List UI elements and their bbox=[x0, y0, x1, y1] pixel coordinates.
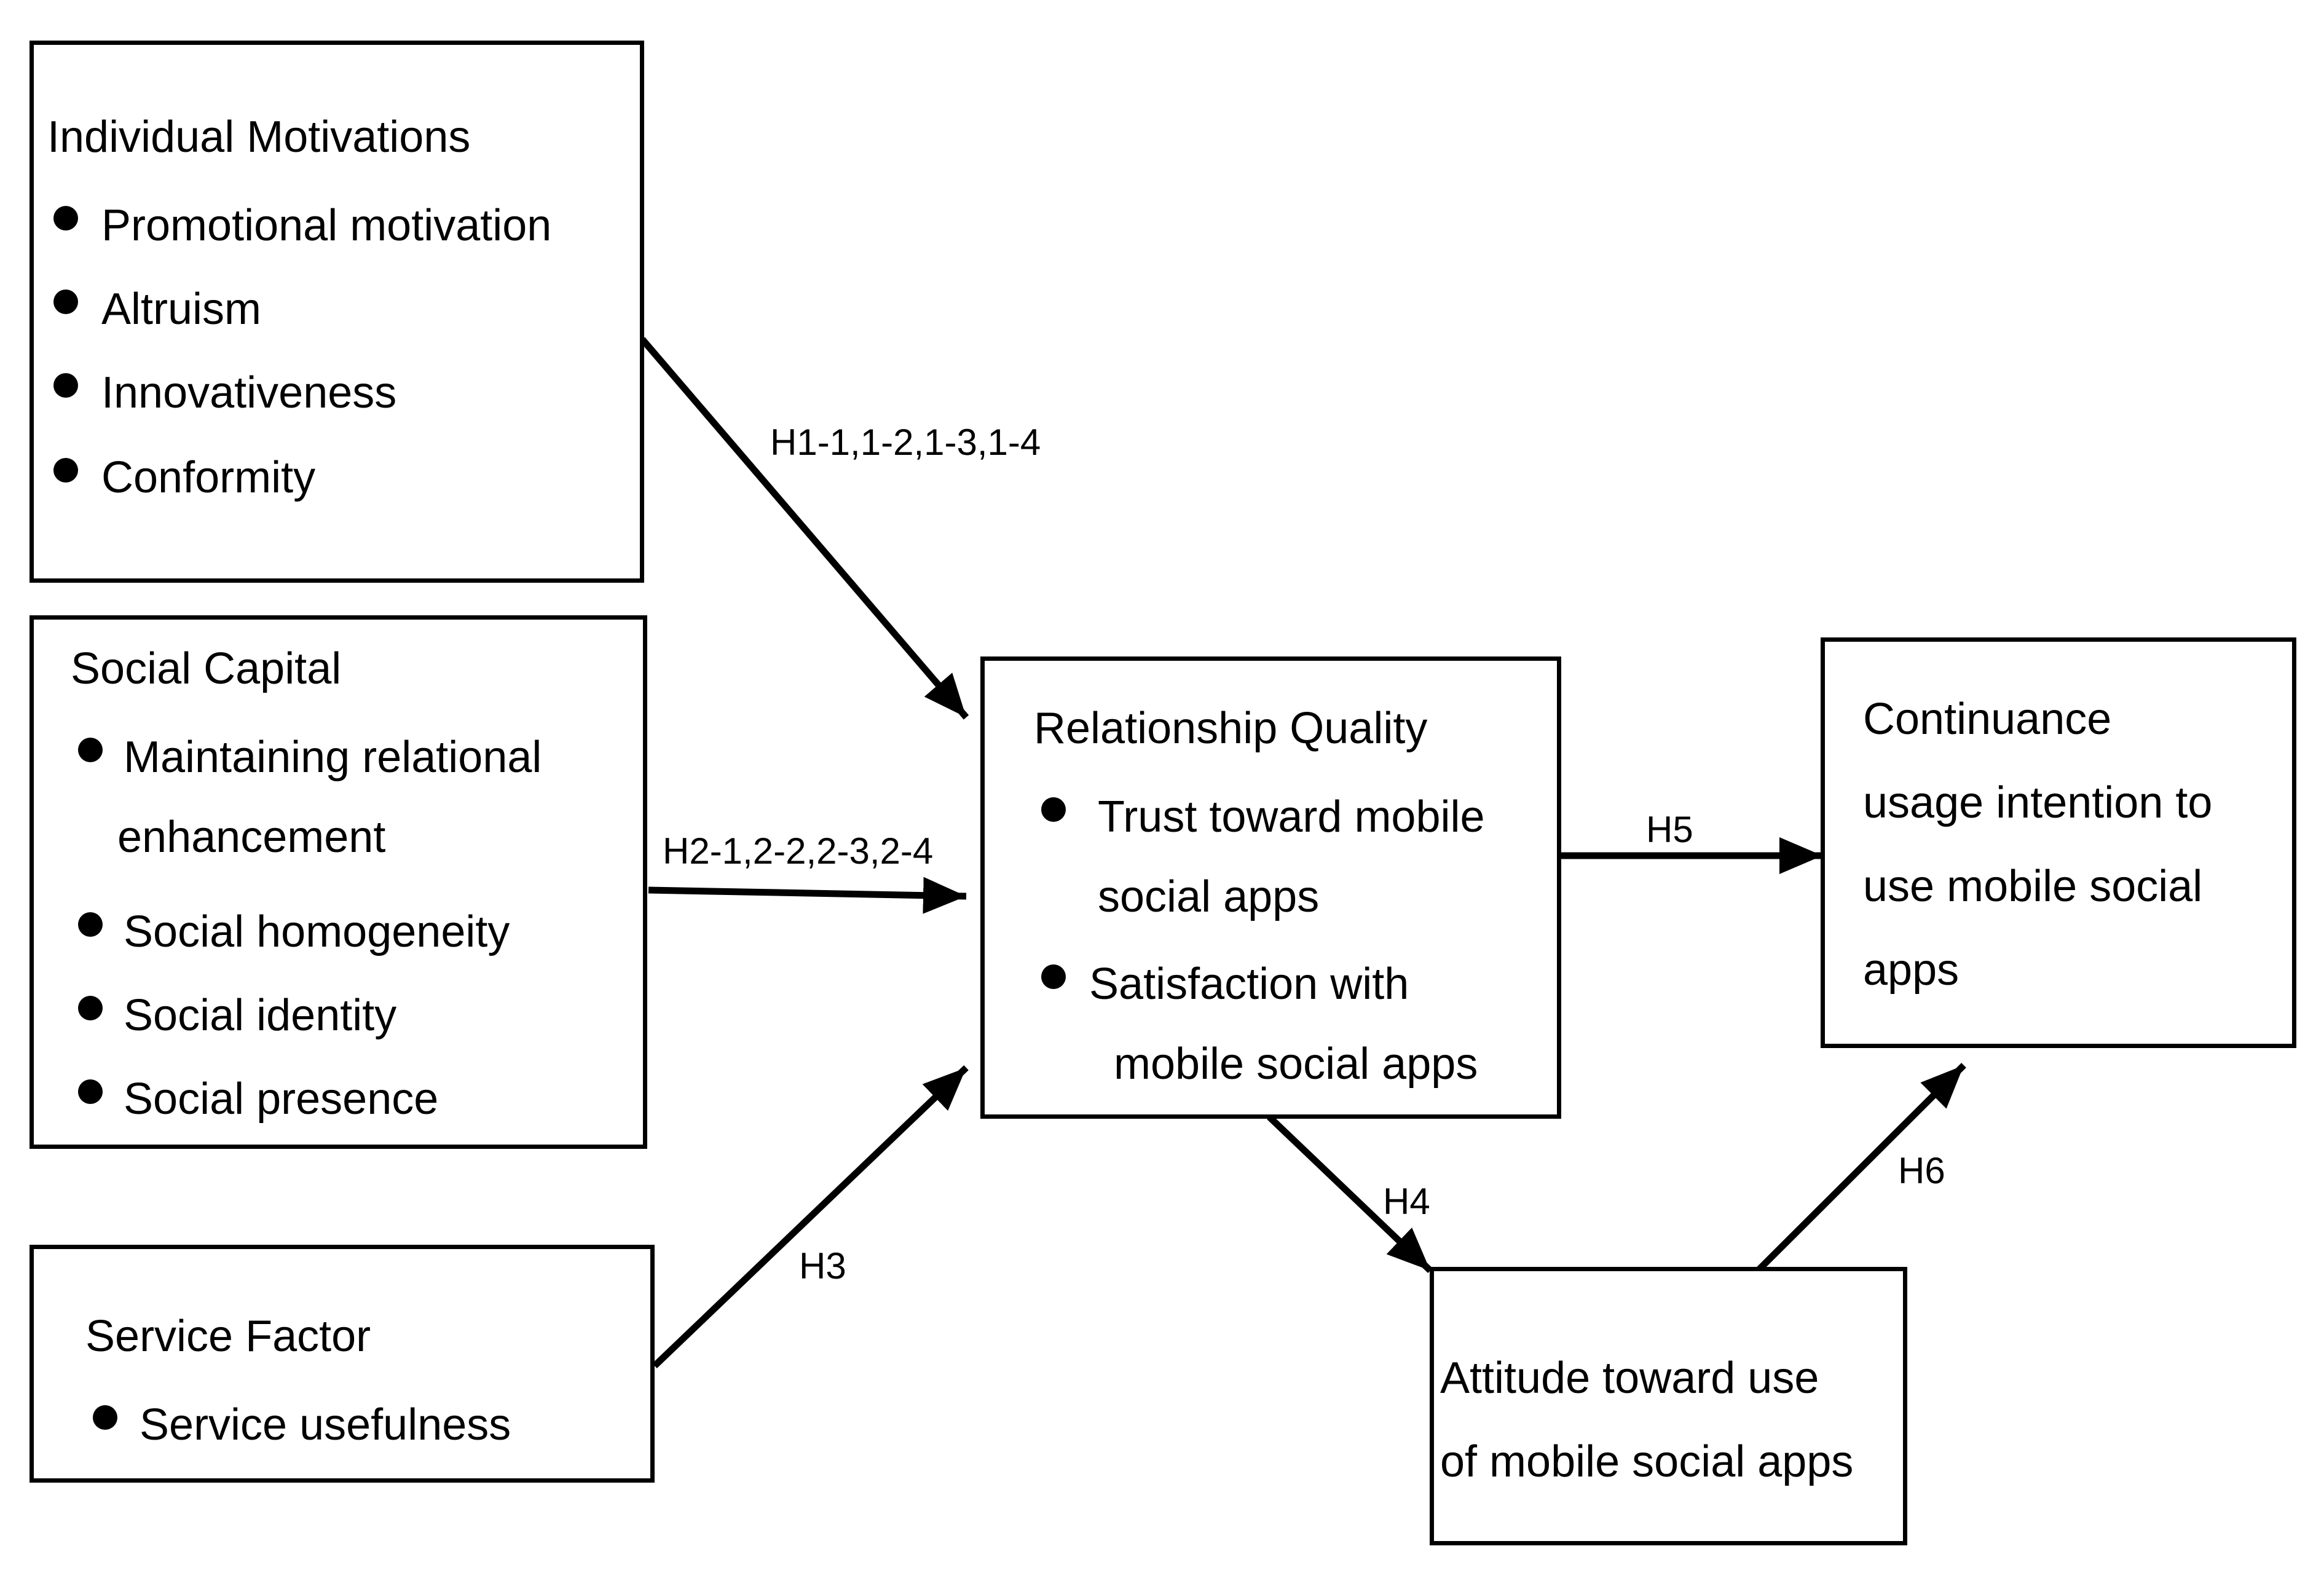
mobile-social-apps-item: mobile social apps bbox=[1114, 1039, 1478, 1089]
social-apps-item: social apps bbox=[1098, 872, 1320, 921]
social-capital-box: Social Capital Maintaining relational en… bbox=[30, 615, 647, 1149]
social-identity-item: Social identity bbox=[124, 991, 397, 1040]
arrow-h3 bbox=[652, 1065, 969, 1368]
hypothesis-label-h5: H5 bbox=[1646, 809, 1693, 850]
relationship-quality-title: Relationship Quality bbox=[1034, 704, 1428, 753]
bullet-icon bbox=[53, 458, 78, 483]
maintaining-relational-item: Maintaining relational bbox=[124, 733, 542, 782]
promotional-motivation-item: Promotional motivation bbox=[101, 201, 552, 250]
social-capital-title: Social Capital bbox=[71, 644, 342, 693]
enhancement-item: enhancement bbox=[117, 813, 386, 862]
bullet-icon bbox=[78, 738, 103, 762]
bullet-icon bbox=[53, 373, 78, 398]
bullet-icon bbox=[78, 912, 103, 937]
social-presence-item: Social presence bbox=[124, 1074, 439, 1124]
individual-motivations-title: Individual Motivations bbox=[47, 112, 471, 162]
conformity-item: Conformity bbox=[101, 453, 316, 502]
hypothesis-label-h3: H3 bbox=[799, 1245, 846, 1287]
service-factor-title: Service Factor bbox=[85, 1312, 371, 1361]
continuance-line-1: Continuance bbox=[1863, 695, 2112, 744]
relationship-quality-box: Relationship Quality Trust toward mobile… bbox=[980, 656, 1561, 1119]
service-usefulness-item: Service usefulness bbox=[140, 1400, 511, 1449]
satisfaction-with-item: Satisfaction with bbox=[1089, 960, 1409, 1009]
hypothesis-label-h1: H1-1,1-2,1-3,1-4 bbox=[770, 422, 1041, 463]
arrow-h2 bbox=[648, 877, 967, 914]
arrow-h4 bbox=[1267, 1114, 1433, 1273]
hypothesis-label-h2: H2-1,2-2,2-3,2-4 bbox=[663, 830, 934, 872]
bullet-icon bbox=[93, 1405, 117, 1430]
continuance-line-2: usage intention to bbox=[1863, 778, 2213, 827]
arrow-h6 bbox=[1757, 1063, 1966, 1272]
hypothesis-label-h4: H4 bbox=[1383, 1181, 1430, 1222]
bullet-icon bbox=[53, 206, 78, 231]
attitude-line-2: of mobile social apps bbox=[1440, 1437, 1854, 1486]
social-homogeneity-item: Social homogeneity bbox=[124, 907, 510, 956]
bullet-icon bbox=[1041, 964, 1066, 989]
bullet-icon bbox=[78, 1079, 103, 1104]
attitude-line-1: Attitude toward use bbox=[1440, 1354, 1819, 1403]
service-factor-box: Service Factor Service usefulness bbox=[30, 1245, 655, 1483]
hypothesis-label-h6: H6 bbox=[1898, 1150, 1945, 1191]
altruism-item: Altruism bbox=[101, 285, 262, 334]
continuance-line-3: use mobile social bbox=[1863, 862, 2203, 911]
innovativeness-item: Innovativeness bbox=[101, 368, 397, 417]
continuance-line-4: apps bbox=[1863, 945, 1960, 995]
individual-motivations-box: Individual Motivations Promotional motiv… bbox=[30, 41, 644, 583]
continuance-intention-box: Continuance usage intention to use mobil… bbox=[1821, 637, 2296, 1048]
attitude-toward-use-box: Attitude toward use of mobile social app… bbox=[1430, 1267, 1907, 1545]
arrow-h1 bbox=[639, 337, 969, 720]
bullet-icon bbox=[78, 996, 103, 1020]
trust-toward-mobile-item: Trust toward mobile bbox=[1098, 792, 1485, 842]
bullet-icon bbox=[53, 290, 78, 314]
bullet-icon bbox=[1041, 797, 1066, 822]
